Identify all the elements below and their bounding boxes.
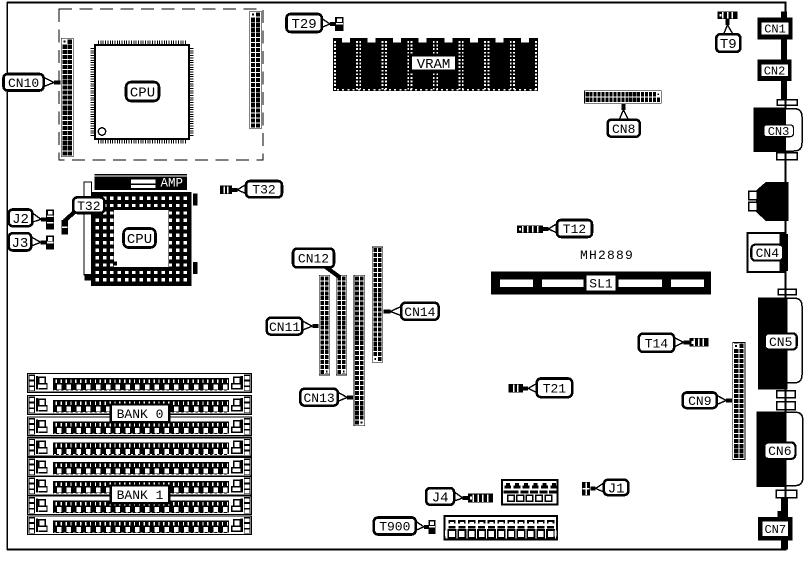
svg-text:CN6: CN6 bbox=[768, 444, 791, 459]
svg-text:CN10: CN10 bbox=[8, 76, 39, 91]
svg-text:MH2889: MH2889 bbox=[580, 248, 634, 263]
svg-text:CN9: CN9 bbox=[688, 394, 711, 409]
svg-text:CN5: CN5 bbox=[769, 335, 792, 350]
svg-text:BANK 1: BANK 1 bbox=[117, 488, 164, 503]
svg-text:J2: J2 bbox=[12, 212, 29, 228]
svg-text:CN8: CN8 bbox=[612, 122, 635, 137]
svg-text:T32: T32 bbox=[77, 199, 100, 214]
svg-text:VRAM: VRAM bbox=[417, 57, 451, 73]
svg-text:CN2: CN2 bbox=[764, 64, 786, 78]
svg-text:J3: J3 bbox=[11, 236, 28, 252]
svg-text:T14: T14 bbox=[645, 336, 669, 351]
svg-text:CN11: CN11 bbox=[269, 320, 300, 335]
svg-text:CN1: CN1 bbox=[764, 23, 786, 37]
svg-text:CN13: CN13 bbox=[303, 391, 334, 406]
svg-text:CN7: CN7 bbox=[764, 523, 786, 537]
svg-text:T9: T9 bbox=[720, 37, 737, 53]
svg-text:SL1: SL1 bbox=[589, 277, 613, 292]
svg-text:CPU: CPU bbox=[127, 232, 152, 248]
svg-text:T29: T29 bbox=[291, 17, 316, 33]
svg-text:CPU: CPU bbox=[130, 85, 155, 101]
svg-text:J1: J1 bbox=[608, 481, 625, 497]
svg-text:T12: T12 bbox=[563, 222, 586, 237]
svg-text:BANK 0: BANK 0 bbox=[117, 407, 164, 422]
svg-text:CN4: CN4 bbox=[756, 246, 780, 261]
svg-text:T21: T21 bbox=[543, 381, 567, 396]
svg-text:CN3: CN3 bbox=[768, 125, 790, 139]
svg-text:CN12: CN12 bbox=[298, 252, 329, 267]
svg-text:AMP: AMP bbox=[161, 177, 184, 191]
svg-text:CN14: CN14 bbox=[404, 305, 435, 320]
svg-text:J4: J4 bbox=[432, 490, 449, 506]
svg-text:T32: T32 bbox=[252, 183, 275, 198]
svg-text:T900: T900 bbox=[379, 520, 410, 535]
